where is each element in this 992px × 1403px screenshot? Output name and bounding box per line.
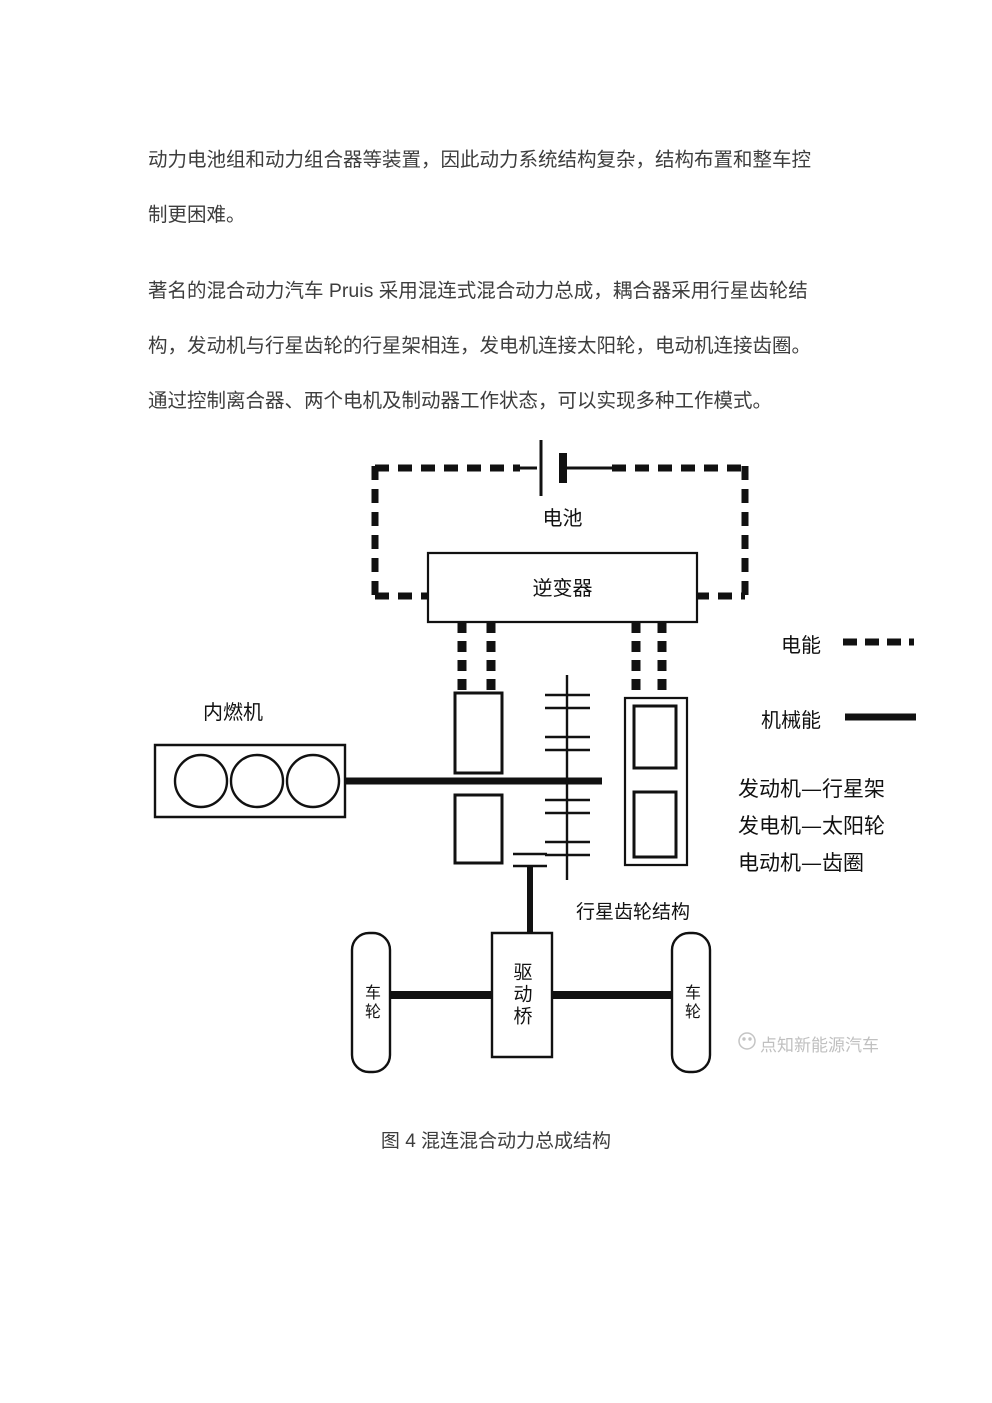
engine-symbol	[155, 745, 345, 817]
paragraph-2-line-3: 通过控制离合器、两个电机及制动器工作状态，可以实现多种工作模式。	[148, 390, 773, 412]
wheel-right	[672, 933, 710, 1072]
paragraph-1: 动力电池组和动力组合器等装置，因此动力系统结构复杂，结构布置和整车控 制更困难。	[148, 133, 848, 243]
motor-winding-bottom	[634, 792, 676, 857]
paragraph-2: 著名的混合动力汽车 Pruis 采用混连式混合动力总成，耦合器采用行星齿轮结 构…	[148, 264, 848, 429]
ring-gear-output	[513, 854, 547, 935]
planetary-gear-label: 行星齿轮结构	[576, 901, 691, 923]
engine-cylinder-1	[175, 755, 227, 807]
mapping-motor-ring: 电动机—齿圈	[738, 851, 864, 875]
watermark-logo-icon	[739, 1033, 755, 1049]
generator-symbol	[455, 693, 502, 863]
motor-winding-top	[634, 706, 676, 768]
mapping-engine-carrier: 发动机—行星架	[738, 777, 885, 801]
wheel-left	[352, 933, 390, 1072]
watermark-logo-dot-1	[743, 1038, 745, 1040]
axle-and-wheels	[352, 933, 710, 1072]
paragraph-2-line-2: 构，发动机与行星齿轮的行星架相连，发电机连接太阳轮，电动机连接齿圈。	[148, 335, 812, 357]
legend-electric-label: 电能	[781, 633, 821, 657]
engine-cylinder-2	[231, 755, 283, 807]
wheel-left-label: 车轮	[362, 984, 381, 1022]
wheel-right-label: 车轮	[682, 984, 701, 1022]
legend-mechanical-label: 机械能	[761, 708, 821, 732]
paragraph-2-line-1: 著名的混合动力汽车 Pruis 采用混连式混合动力总成，耦合器采用行星齿轮结	[148, 280, 808, 302]
engine-label: 内燃机	[203, 700, 263, 724]
drive-axle-box	[492, 933, 552, 1057]
generator-winding-bottom	[455, 795, 502, 863]
watermark-text: 点知新能源汽车	[760, 1036, 879, 1055]
paragraph-1-line-1: 动力电池组和动力组合器等装置，因此动力系统结构复杂，结构布置和整车控	[148, 149, 812, 171]
mapping-generator-sun: 发电机—太阳轮	[738, 814, 885, 838]
paragraph-1-line-2: 制更困难。	[148, 204, 246, 226]
inverter-machine-dashed-wires	[462, 622, 662, 700]
battery-symbol	[520, 440, 612, 496]
battery-label: 电池	[542, 506, 583, 530]
watermark-logo-circle	[739, 1033, 755, 1049]
motor-symbol	[625, 698, 687, 865]
figure-caption: 图 4 混连混合动力总成结构	[380, 1131, 612, 1152]
drive-axle-label: 驱动桥	[510, 962, 533, 1028]
inverter-box	[428, 553, 697, 622]
battery-inverter-dashed-loop	[375, 466, 745, 598]
planetary-gear-symbol	[545, 675, 590, 880]
generator-winding-top	[455, 693, 502, 773]
hybrid-powertrain-diagram	[0, 430, 992, 1090]
watermark-logo-dot-2	[749, 1038, 751, 1040]
inverter-label: 逆变器	[532, 576, 593, 600]
engine-cylinder-3	[287, 755, 339, 807]
